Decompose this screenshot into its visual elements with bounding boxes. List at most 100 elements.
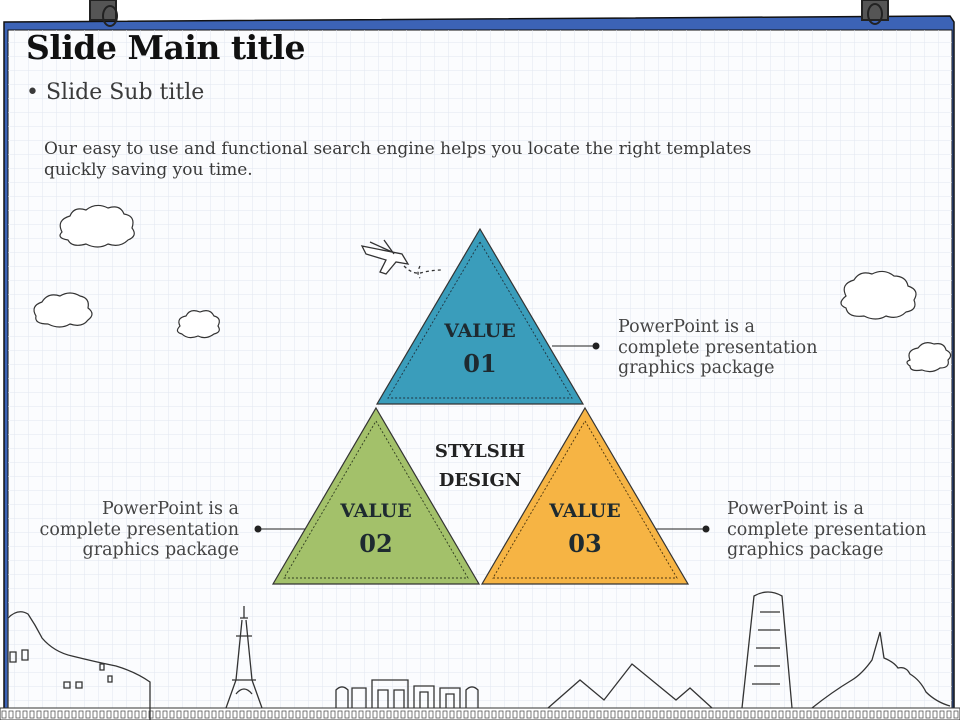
strip-cell bbox=[470, 710, 476, 719]
strip-cell bbox=[855, 710, 861, 719]
strip-cell bbox=[8, 710, 14, 719]
strip-cell bbox=[309, 710, 315, 719]
strip-cell bbox=[911, 710, 917, 719]
strip-cell bbox=[1, 710, 7, 719]
triangle-02-label: VALUE bbox=[339, 500, 411, 522]
strip-cell bbox=[50, 710, 56, 719]
strip-cell bbox=[190, 710, 196, 719]
strip-cell bbox=[253, 710, 259, 719]
strip-cell bbox=[519, 710, 525, 719]
note-01: PowerPoint is a complete presentation gr… bbox=[618, 317, 817, 379]
strip-cell bbox=[281, 710, 287, 719]
strip-cell bbox=[351, 710, 357, 719]
strip-cell bbox=[456, 710, 462, 719]
note-02-line-2: complete presentation bbox=[39, 519, 239, 540]
strip-cell bbox=[918, 710, 924, 719]
strip-cell bbox=[239, 710, 245, 719]
strip-cell bbox=[736, 710, 742, 719]
strip-cell bbox=[890, 710, 896, 719]
strip-cell bbox=[92, 710, 98, 719]
strip-cell bbox=[792, 710, 798, 719]
strip-cell bbox=[904, 710, 910, 719]
strip-cell bbox=[778, 710, 784, 719]
strip-cell bbox=[708, 710, 714, 719]
cloud-icon bbox=[906, 342, 952, 373]
triangle-03-number: 03 bbox=[568, 529, 601, 558]
strip-cell bbox=[337, 710, 343, 719]
strip-cell bbox=[288, 710, 294, 719]
strip-cell bbox=[36, 710, 42, 719]
strip-cell bbox=[841, 710, 847, 719]
strip-cell bbox=[526, 710, 532, 719]
strip-cell bbox=[421, 710, 427, 719]
strip-cell bbox=[29, 710, 35, 719]
strip-cell bbox=[316, 710, 322, 719]
strip-cell bbox=[925, 710, 931, 719]
strip-cell bbox=[897, 710, 903, 719]
triangle-02-number: 02 bbox=[359, 529, 392, 558]
strip-cell bbox=[869, 710, 875, 719]
strip-cell bbox=[589, 710, 595, 719]
strip-cell bbox=[757, 710, 763, 719]
strip-cell bbox=[547, 710, 553, 719]
intro-line-1: Our easy to use and functional search en… bbox=[44, 139, 752, 159]
strip-cell bbox=[638, 710, 644, 719]
strip-cell bbox=[218, 710, 224, 719]
strip-cell bbox=[575, 710, 581, 719]
connectors bbox=[254, 342, 710, 533]
strip-cell bbox=[932, 710, 938, 719]
strip-cell bbox=[512, 710, 518, 719]
strip-cell bbox=[827, 710, 833, 719]
triangle-03-stitch bbox=[492, 420, 678, 579]
triangle-01-stitch bbox=[387, 241, 573, 399]
strip-cell bbox=[57, 710, 63, 719]
strip-cell bbox=[442, 710, 448, 719]
paper-plane-icon bbox=[360, 239, 443, 279]
strip-cell bbox=[505, 710, 511, 719]
binder-clip-icon bbox=[861, 0, 889, 25]
triangle-02-stitch bbox=[283, 420, 469, 579]
triangle-01-number: 01 bbox=[463, 349, 496, 378]
note-01-line-1: PowerPoint is a bbox=[618, 317, 755, 337]
center-label-line-1: STYLSIH bbox=[435, 441, 525, 462]
strip-cell bbox=[246, 710, 252, 719]
strip-cell bbox=[225, 710, 231, 719]
intro-line-2: quickly saving you time. bbox=[44, 160, 253, 180]
strip-cell bbox=[106, 710, 112, 719]
strip-cell bbox=[631, 710, 637, 719]
strip-cell bbox=[267, 710, 273, 719]
note-01-line-2: complete presentation bbox=[618, 337, 818, 358]
strip-cell bbox=[603, 710, 609, 719]
strip-cell bbox=[946, 710, 952, 719]
strip-cell bbox=[365, 710, 371, 719]
strip-cell bbox=[785, 710, 791, 719]
triangle-03-label: VALUE bbox=[548, 500, 620, 522]
strip-cell bbox=[876, 710, 882, 719]
strip-cell bbox=[211, 710, 217, 719]
strip-cell bbox=[491, 710, 497, 719]
strip-cell bbox=[400, 710, 406, 719]
strip-cell bbox=[477, 710, 483, 719]
strip-cell bbox=[659, 710, 665, 719]
arches-sketch bbox=[335, 679, 479, 708]
note-02: PowerPoint is a complete presentation gr… bbox=[20, 499, 239, 561]
strip-cell bbox=[141, 710, 147, 719]
strip-cell bbox=[120, 710, 126, 719]
strip-cell bbox=[806, 710, 812, 719]
note-03-line-3: graphics package bbox=[727, 540, 884, 560]
strip-cell bbox=[407, 710, 413, 719]
strip-cell bbox=[939, 710, 945, 719]
strip-cell bbox=[162, 710, 168, 719]
triangle-03-shape bbox=[480, 406, 690, 585]
strip-cell bbox=[848, 710, 854, 719]
strip-cell bbox=[533, 710, 539, 719]
strip-cell bbox=[43, 710, 49, 719]
strip-cell bbox=[652, 710, 658, 719]
triangle-02: VALUE 02 bbox=[271, 406, 481, 585]
strip-cell bbox=[743, 710, 749, 719]
strip-cell bbox=[183, 710, 189, 719]
strip-cell bbox=[799, 710, 805, 719]
note-01-line-3: graphics package bbox=[618, 358, 775, 378]
